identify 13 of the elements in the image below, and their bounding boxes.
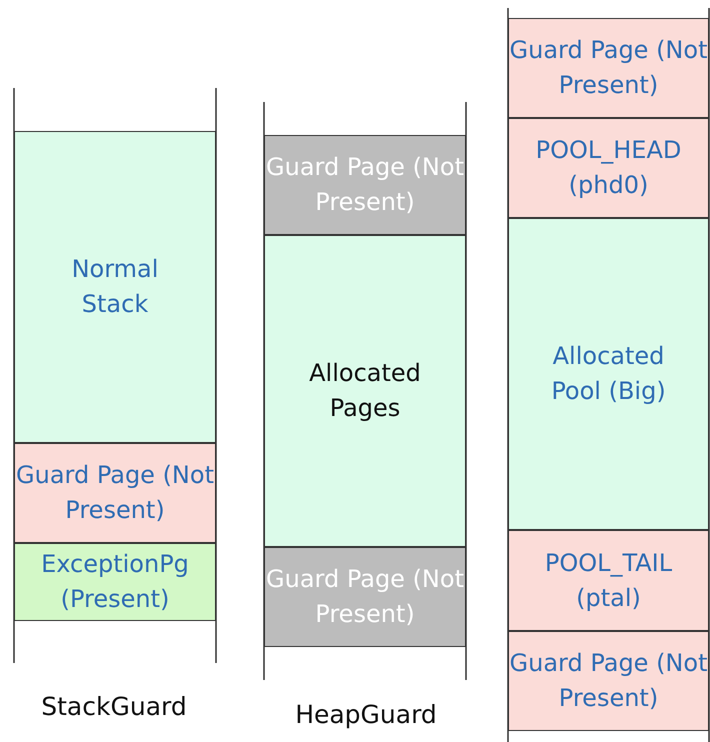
stack-region: Normal Stack [14, 131, 216, 443]
guard-page: Guard Page (Not Present) [14, 443, 216, 543]
column-caption: HeapGuard [295, 700, 437, 729]
guard-page: Guard Page (Not Present) [264, 135, 466, 235]
allocated-pool: Allocated Pool (Big) [508, 218, 709, 530]
pool-header: POOL_HEAD (phd0) [508, 118, 709, 218]
exception-page: ExceptionPg (Present) [14, 543, 216, 621]
pool-tail: POOL_TAIL (ptal) [508, 530, 709, 631]
guard-page: Guard Page (Not Present) [508, 18, 709, 118]
allocated-pages: Allocated Pages [264, 235, 466, 547]
column-caption: StackGuard [41, 692, 187, 721]
guard-page: Guard Page (Not Present) [264, 547, 466, 647]
guard-page: Guard Page (Not Present) [508, 631, 709, 731]
